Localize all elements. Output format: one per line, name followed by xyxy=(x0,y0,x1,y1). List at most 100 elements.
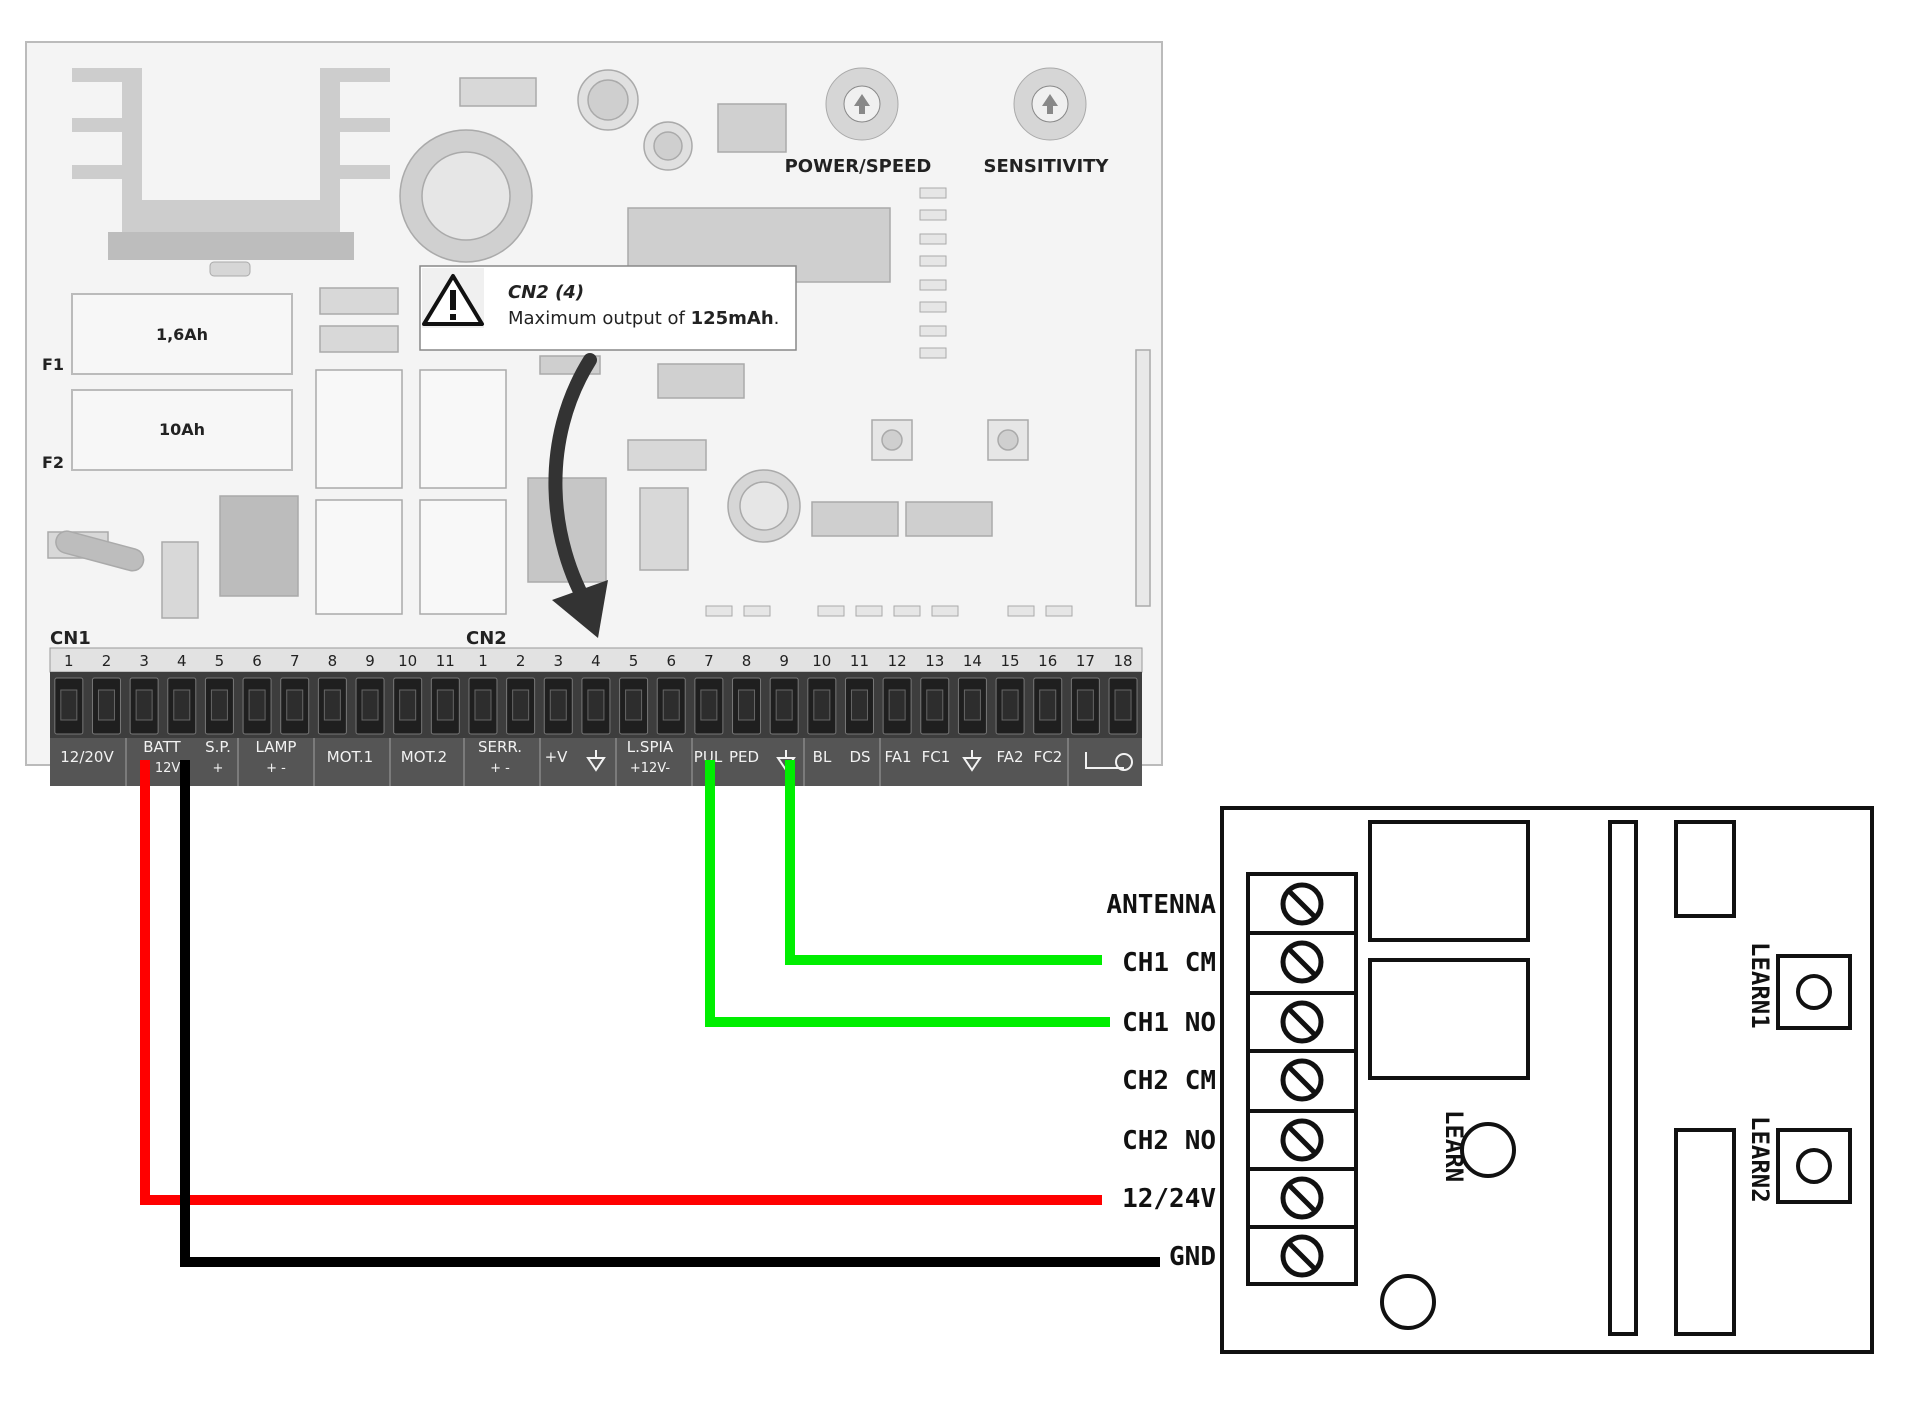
antenna-icon-circle xyxy=(1115,753,1133,771)
sensitivity-trimmer[interactable] xyxy=(1013,67,1087,141)
screw-slot xyxy=(1288,1008,1316,1036)
terminal-number: 7 xyxy=(290,652,300,670)
wire-red-12-24v xyxy=(140,760,1102,1205)
terminal-group-label: L.SPIA xyxy=(627,738,674,756)
terminal-clamp xyxy=(926,689,944,721)
terminal-group-label: FA2 xyxy=(996,748,1023,766)
board-components xyxy=(47,69,1151,619)
terminal-group-sub: + 12V- xyxy=(140,761,185,776)
terminal-group-label: FC1 xyxy=(922,748,951,766)
terminal-group-label: +V xyxy=(545,748,569,766)
terminal-clamp xyxy=(813,689,831,721)
callout-text: Maximum output of 125mAh. xyxy=(508,308,779,329)
terminal-clamp xyxy=(549,689,567,721)
terminal-number: 12 xyxy=(888,652,907,670)
terminal-clamp xyxy=(1001,689,1019,721)
terminal-number: 17 xyxy=(1076,652,1095,670)
fuse2-label: F2 xyxy=(42,453,64,472)
terminal-clamp xyxy=(1076,689,1094,721)
terminal-number: 8 xyxy=(328,652,338,670)
antenna-icon xyxy=(1085,752,1124,769)
learn-button[interactable] xyxy=(1460,1122,1516,1178)
receiver-terminal-label: 12/24V xyxy=(1122,1184,1216,1214)
terminal-clamp xyxy=(1039,689,1057,721)
terminal-number: 6 xyxy=(666,652,676,670)
terminal-group-label: PUL xyxy=(694,748,723,766)
terminal-group-label: BATT xyxy=(143,738,181,756)
wire-black-gnd xyxy=(180,760,1160,1267)
terminal-clamp xyxy=(1114,689,1132,721)
ground-icon xyxy=(962,750,982,772)
terminal-clamp xyxy=(60,689,78,721)
warning-callout: CN2 (4) Maximum output of 125mAh. xyxy=(419,265,797,351)
terminal-clamp xyxy=(775,689,793,721)
screw-slot xyxy=(1288,1184,1316,1212)
warning-icon xyxy=(422,274,484,326)
receiver-terminal-label: CH2 NO xyxy=(1122,1126,1216,1156)
terminal-group-sub: + - xyxy=(490,761,510,776)
terminal-number: 4 xyxy=(591,652,601,670)
terminal-number: 1 xyxy=(64,652,74,670)
screw-slot xyxy=(1288,890,1316,918)
terminal-number: 18 xyxy=(1113,652,1132,670)
terminal-clamp xyxy=(248,689,266,721)
screw-slot xyxy=(1288,948,1316,976)
terminal-clamp xyxy=(173,689,191,721)
learn-label: LEARN xyxy=(1440,1110,1468,1182)
terminal-clamp xyxy=(135,689,153,721)
terminal-group-label: S.P. xyxy=(205,738,231,756)
terminal-number: 6 xyxy=(252,652,262,670)
cn2-label: CN2 xyxy=(466,628,507,649)
receiver-terminal-label: CH1 NO xyxy=(1122,1008,1216,1038)
fuse-f1: 1,6Ah xyxy=(71,293,293,375)
terminal-clamp xyxy=(210,689,228,721)
learn2-label: LEARN2 xyxy=(1746,1116,1774,1203)
terminal-number: 3 xyxy=(139,652,149,670)
receiver-terminal-label: GND xyxy=(1169,1242,1216,1272)
terminal-number: 11 xyxy=(850,652,869,670)
terminal-number: 11 xyxy=(436,652,455,670)
wire-green-ch1-cm xyxy=(785,760,1102,965)
fuse1-value: 1,6Ah xyxy=(156,325,208,344)
callout-arrow xyxy=(548,353,608,638)
terminal-clamp xyxy=(323,689,341,721)
terminal-group-label: FC2 xyxy=(1034,748,1063,766)
terminal-number: 8 xyxy=(742,652,752,670)
terminal-number: 1 xyxy=(478,652,488,670)
power-speed-trimmer[interactable] xyxy=(825,67,899,141)
terminal-clamp xyxy=(850,689,868,721)
terminal-number: 10 xyxy=(812,652,831,670)
terminal-number: 5 xyxy=(629,652,639,670)
sensitivity-label: SENSITIVITY xyxy=(984,156,1110,177)
terminal-clamp xyxy=(399,689,417,721)
mounting-hole xyxy=(1380,1274,1436,1330)
terminal-group-label: LAMP xyxy=(256,738,297,756)
terminal-group-sub: + xyxy=(213,761,224,776)
terminal-clamp xyxy=(97,689,115,721)
terminal-group-sub: +12V- xyxy=(630,761,671,776)
terminal-clamp xyxy=(587,689,605,721)
terminal-number: 9 xyxy=(365,652,375,670)
terminal-group-label: MOT.2 xyxy=(401,748,447,766)
terminal-group-label: DS xyxy=(849,748,870,766)
terminal-clamp xyxy=(474,689,492,721)
cn1-label: CN1 xyxy=(50,628,91,649)
terminal-clamp xyxy=(512,689,530,721)
terminal-clamp xyxy=(963,689,981,721)
receiver-terminal-label: CH1 CM xyxy=(1122,948,1216,978)
learn1-button[interactable] xyxy=(1776,954,1852,1030)
terminal-number: 2 xyxy=(516,652,526,670)
terminal-number: 4 xyxy=(177,652,187,670)
terminal-group-label: SERR. xyxy=(478,738,522,756)
callout-title: CN2 (4) xyxy=(508,282,584,303)
learn1-label: LEARN1 xyxy=(1746,942,1774,1029)
terminal-number: 15 xyxy=(1001,652,1020,670)
screw-slot xyxy=(1288,1126,1316,1154)
wires xyxy=(140,760,1160,1267)
fuse-f2: 10Ah xyxy=(71,389,293,471)
heatsink xyxy=(72,68,390,277)
terminal-number: 16 xyxy=(1038,652,1057,670)
learn2-button[interactable] xyxy=(1776,1128,1852,1204)
